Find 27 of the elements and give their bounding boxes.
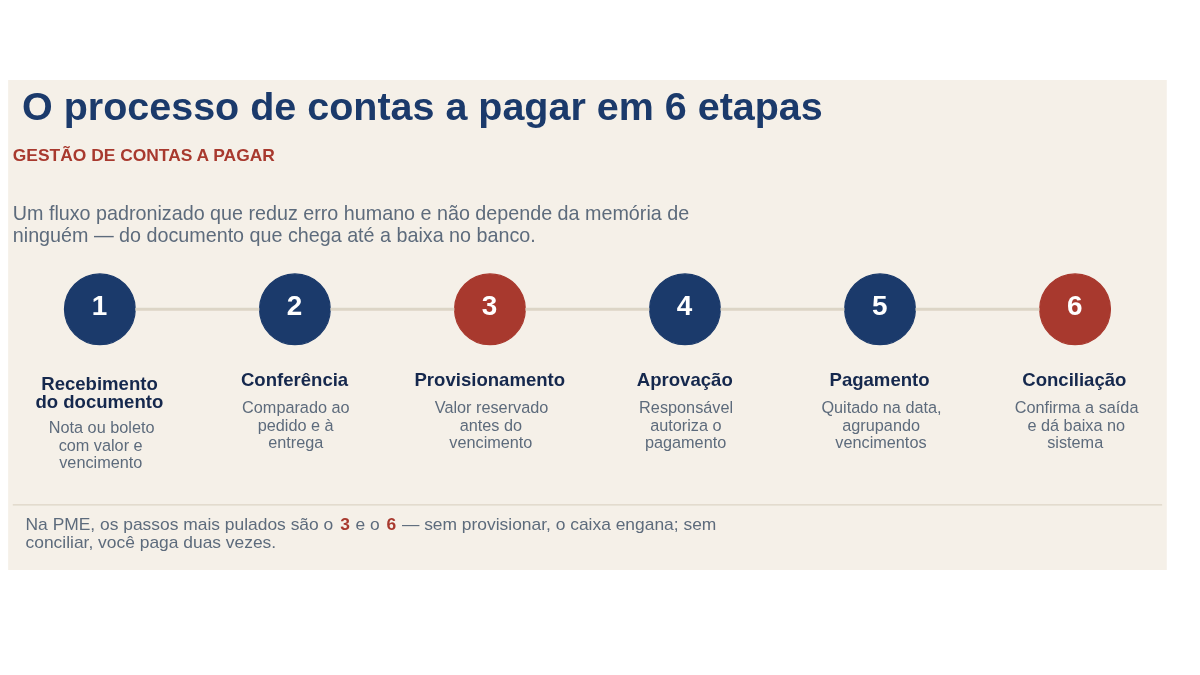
node-label: Responsável autoriza o pagamento	[639, 398, 734, 452]
node-circle: 5	[844, 273, 916, 346]
node-label: Nota ou boleto com valor e vencimento	[48, 418, 155, 471]
label: Na PME, os passos mais pulados são o 3 e o 6 — sem provisionar, o caixa engana; sem conciliar, você paga duas vezes.	[25, 514, 717, 552]
node-label: Valor reservado antes do vencimento	[434, 398, 549, 452]
connector	[135, 307, 260, 311]
connector	[525, 307, 650, 311]
node-label: Pagamento	[829, 369, 930, 391]
node-label: Aprovação	[636, 369, 733, 391]
diagram-title: O processo de contas a pagar em 6 etapas	[22, 83, 823, 128]
node-label: Quitado na data, agrupando vencimentos	[821, 398, 942, 452]
label: Um fluxo padronizado que reduz erro humano e não depende da memória de ninguém — do documento que chega até a baixa no banco.	[12, 202, 690, 247]
node-label: Conferência	[240, 369, 349, 391]
node-circle: 2	[258, 273, 331, 346]
node-label: Provisionamento	[414, 369, 566, 391]
connector	[720, 307, 845, 311]
connector	[330, 307, 455, 311]
node-label: Conciliação	[1022, 369, 1127, 391]
node-circle: 6	[1039, 273, 1112, 346]
label: GESTÃO DE CONTAS A PAGAR	[12, 145, 275, 166]
node-circle: 3	[453, 273, 526, 346]
node-label: Confirma a saída e dá baixa no sistema	[1014, 398, 1139, 452]
node-circle: 4	[649, 273, 721, 346]
node-label: Comparado ao pedido e à entrega	[242, 398, 350, 452]
node-label: Recebimento do documento	[35, 372, 164, 413]
connector	[915, 307, 1040, 311]
node-circle: 1	[63, 273, 136, 346]
